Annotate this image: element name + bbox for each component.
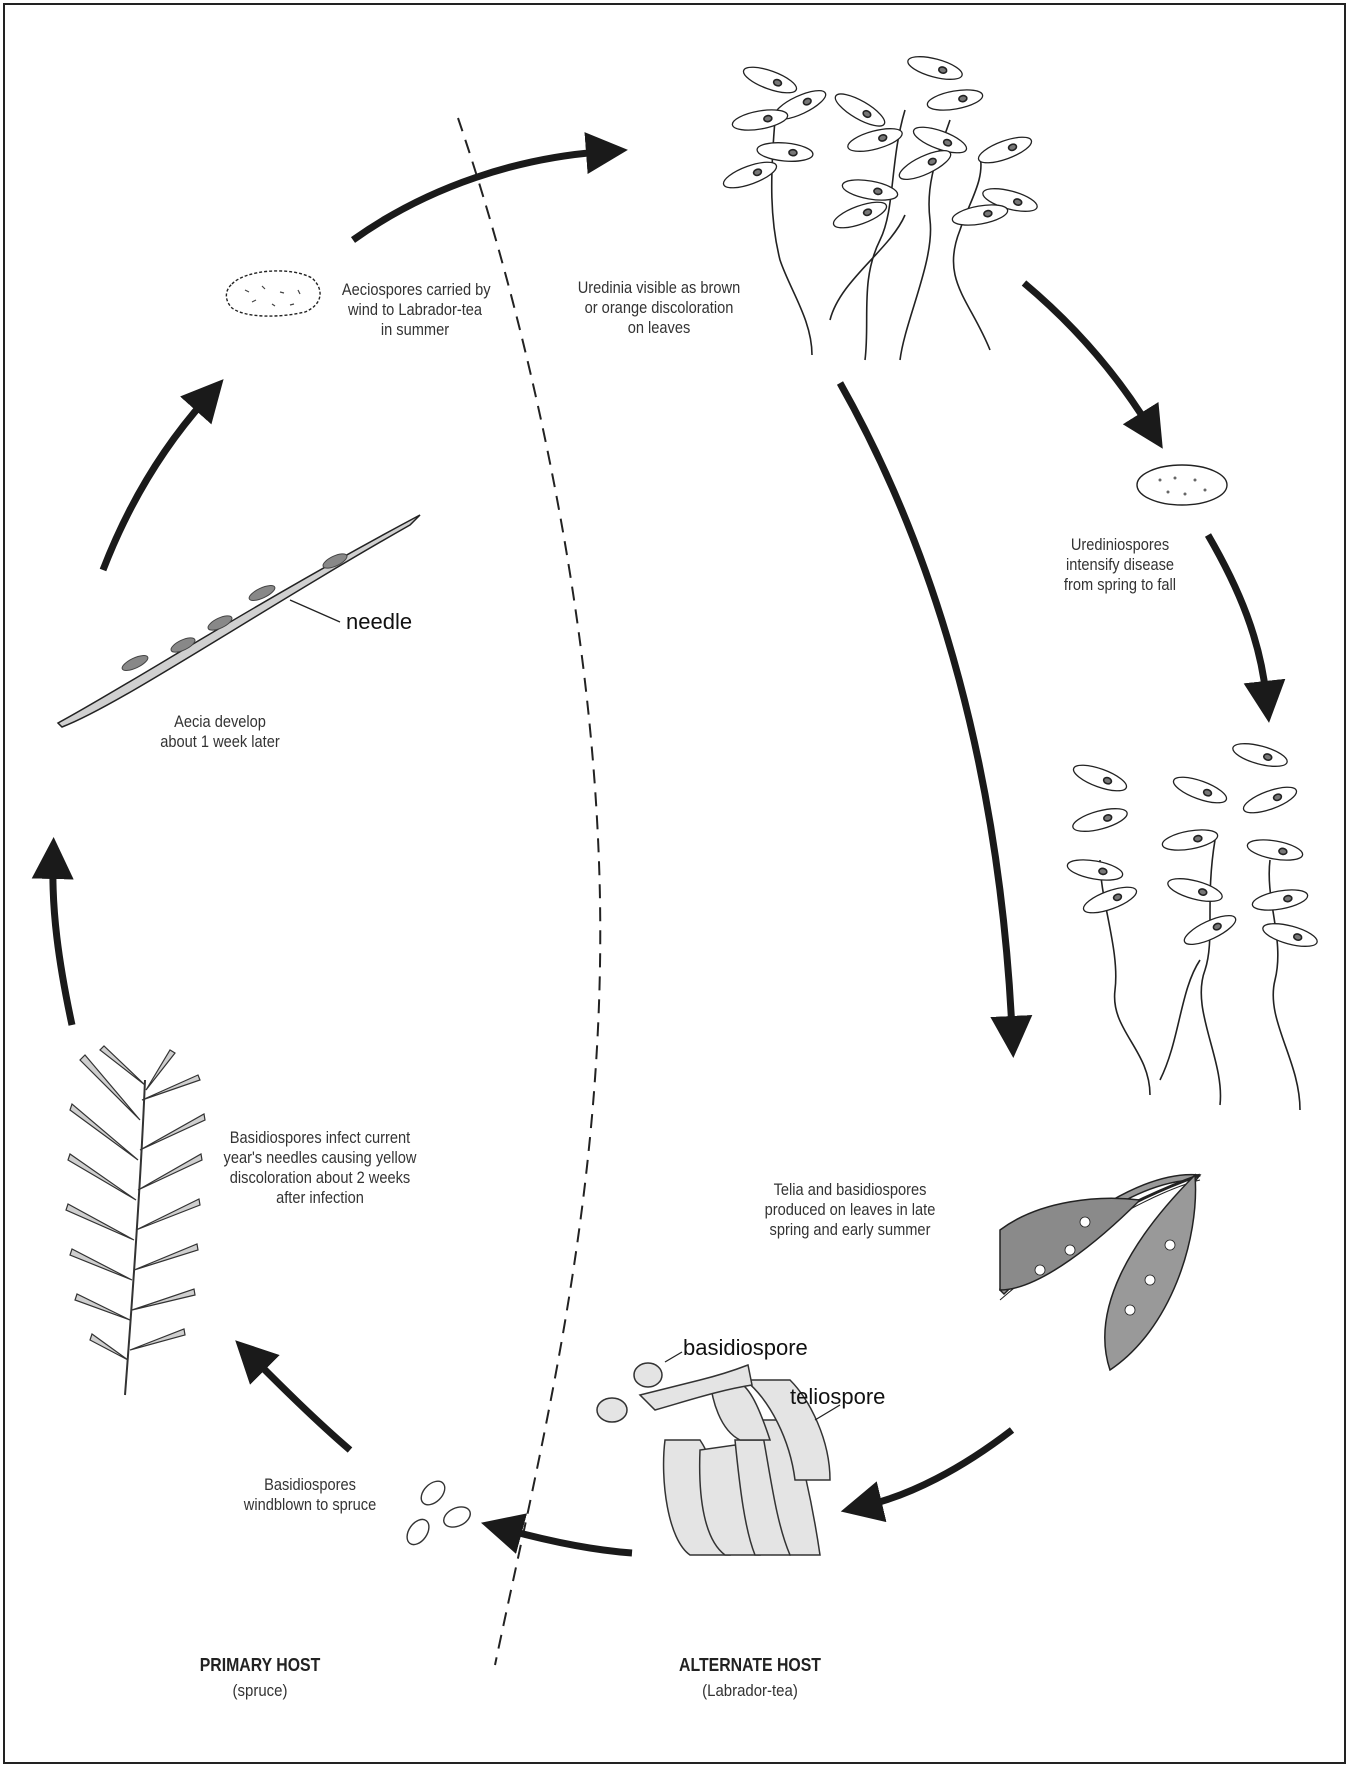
alternate-host-sub: (Labrador-tea) [666, 1681, 833, 1701]
caption-telia: Telia and basidiospores produced on leav… [755, 1180, 944, 1240]
arrow-uredinia-to-urediniospores [1024, 283, 1148, 425]
caption-windblown: Basidiospores windblown to spruce [237, 1475, 383, 1515]
primary-host-title: PRIMARY HOST [190, 1655, 331, 1676]
caption-urediniospores: Urediniospores intensify disease from sp… [1056, 535, 1185, 595]
caption-uredinia: Uredinia visible as brown or orange disc… [577, 278, 740, 338]
arrow-urediniospores-to-uredinia [1208, 535, 1266, 695]
spruce-shoot-illustration [66, 1046, 205, 1395]
teliospore-illustration [597, 1352, 840, 1555]
arrow-telia-to-teliospore [868, 1430, 1012, 1505]
caption-aeciospores: Aeciospores carried by wind to Labrador-… [342, 280, 488, 340]
primary-host-sub: (spruce) [190, 1681, 331, 1701]
alternate-host-title: ALTERNATE HOST [666, 1655, 833, 1676]
urediniospore-illustration [1137, 465, 1227, 505]
label-basidiospore: basidiospore [683, 1336, 808, 1360]
labrador-tea-plant-uredinia [721, 52, 1040, 360]
labrador-tea-plant-right [1066, 739, 1320, 1110]
cycle-arrows [53, 152, 1266, 1553]
caption-aecia: Aecia develop about 1 week later [156, 712, 285, 752]
windblown-basidiospores [403, 1477, 474, 1549]
arrow-to-basidiospores [508, 1530, 632, 1553]
label-needle: needle [346, 610, 412, 634]
aeciospore-illustration [226, 271, 320, 316]
arrow-aeciospores-to-labrador [353, 152, 600, 240]
label-teliospore: teliospore [790, 1385, 885, 1409]
arrow-aecia-to-aeciospores [103, 400, 205, 570]
caption-basidiospores-infect: Basidiospores infect current year's need… [217, 1128, 423, 1208]
arrow-long-to-telia [840, 383, 1012, 1030]
arrow-spruce-to-aecia [53, 865, 72, 1025]
arrow-windblown-to-spruce [255, 1360, 350, 1450]
telia-leaves-illustration [1000, 1175, 1200, 1370]
host-divider-line [458, 118, 600, 1665]
